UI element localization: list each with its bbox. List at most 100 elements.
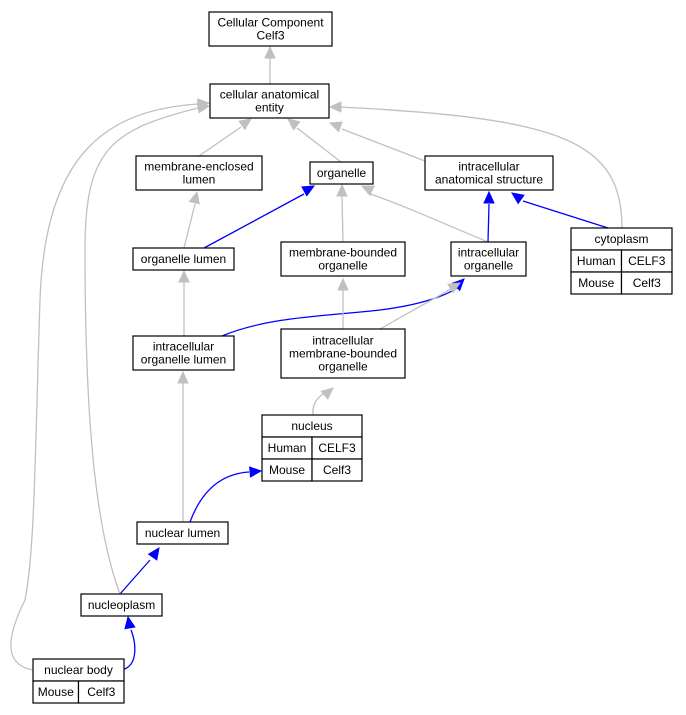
node-org-box[interactable] bbox=[309, 161, 374, 185]
edge-nucleus-imbo bbox=[312, 387, 334, 416]
node-orglumen-box[interactable] bbox=[132, 247, 235, 271]
edge-ias-cae-arrowhead bbox=[328, 121, 343, 133]
edge-orglumen-mel-line bbox=[183, 203, 196, 249]
species-label: Mouse bbox=[269, 463, 305, 477]
edge-imbo-io-arrowhead bbox=[447, 282, 462, 294]
edge-imbo-io bbox=[379, 282, 462, 330]
node-orglumen[interactable]: organelle lumen bbox=[132, 247, 235, 271]
edge-nl-nucleus bbox=[189, 466, 263, 523]
edge-orglumen-org-arrowhead bbox=[301, 185, 316, 197]
ortholog-cell bbox=[77, 680, 125, 704]
edge-io-org bbox=[360, 185, 489, 243]
edge-cae-root bbox=[264, 45, 276, 84]
gene-label: Celf3 bbox=[87, 685, 115, 699]
node-np[interactable]: nucleoplasm bbox=[80, 593, 163, 617]
edge-orglumen-org bbox=[203, 185, 316, 249]
node-mel-box[interactable] bbox=[135, 155, 263, 191]
edge-io-org-line bbox=[369, 193, 489, 243]
edge-nb-np-arrowhead bbox=[124, 615, 136, 630]
node-iol-label-0: intracellular bbox=[153, 340, 214, 354]
edge-org-cae bbox=[287, 118, 342, 163]
node-mbo-label-0: membrane-bounded bbox=[289, 246, 397, 260]
edge-cae-root-arrowhead bbox=[264, 45, 276, 59]
edge-nucleus-imbo-arrowhead bbox=[320, 387, 334, 400]
species-label: Mouse bbox=[38, 685, 74, 699]
edge-iol-io-line bbox=[221, 287, 458, 337]
edge-cyto-ias bbox=[511, 192, 609, 229]
edge-cyto-ias-arrowhead bbox=[511, 192, 525, 205]
node-nl-label-0: nuclear lumen bbox=[145, 526, 220, 540]
node-org[interactable]: organelle bbox=[309, 161, 374, 185]
node-orglumen-label-0: organelle lumen bbox=[141, 252, 226, 266]
edge-io-ias bbox=[483, 190, 495, 243]
edge-io-org-arrowhead bbox=[360, 185, 375, 197]
edge-cyto-cae bbox=[328, 101, 623, 229]
node-nb-label-0: nuclear body bbox=[44, 663, 113, 677]
node-nucleus-ortholog-row: Mouse Celf3 bbox=[261, 458, 363, 482]
node-mel-label-1: lumen bbox=[183, 173, 216, 187]
node-root-label-0: Cellular Component bbox=[217, 16, 324, 30]
node-io-label-1: organelle bbox=[464, 259, 514, 273]
node-iol-box[interactable] bbox=[132, 335, 235, 371]
node-ias-box[interactable] bbox=[424, 155, 554, 191]
edge-nb-cae-line bbox=[10, 103, 199, 671]
edge-ias-cae-line bbox=[341, 128, 426, 162]
node-imbo-box[interactable] bbox=[280, 328, 406, 379]
node-iol-label-1: organelle lumen bbox=[141, 353, 226, 367]
node-cyto-ortholog-row: Mouse Celf3 bbox=[570, 271, 673, 295]
gene-label: Celf3 bbox=[633, 276, 661, 290]
ortholog-cell bbox=[311, 458, 363, 482]
edge-orglumen-mel-arrowhead bbox=[188, 190, 200, 205]
node-np-box[interactable] bbox=[80, 593, 163, 617]
node-nl[interactable]: nuclear lumen bbox=[136, 521, 229, 545]
edge-mbo-org-arrowhead bbox=[336, 183, 348, 197]
node-ias-label-0: intracellular bbox=[458, 160, 519, 174]
edge-imbo-io-line bbox=[379, 288, 452, 330]
edge-np-nl-arrowhead bbox=[147, 547, 160, 561]
edge-cyto-ias-line bbox=[522, 200, 609, 229]
edge-cyto-cae-line bbox=[339, 106, 623, 229]
edge-cyto-cae-arrowhead bbox=[328, 101, 342, 113]
node-np-label-0: nucleoplasm bbox=[88, 598, 155, 612]
node-nl-box[interactable] bbox=[136, 521, 229, 545]
node-root-box[interactable] bbox=[208, 11, 333, 47]
edge-nl-iol-arrowhead bbox=[177, 370, 189, 384]
node-cae-box[interactable] bbox=[209, 83, 330, 119]
node-cae-label-1: entity bbox=[255, 101, 284, 115]
edge-nb-cae bbox=[10, 98, 211, 671]
node-nb-ortholog-row: Mouse Celf3 bbox=[32, 680, 125, 704]
edge-np-nl bbox=[119, 547, 160, 595]
edge-mel-cae bbox=[198, 118, 252, 157]
edge-imbo-mbo bbox=[337, 277, 349, 329]
edge-iol-orglumen-arrowhead bbox=[178, 269, 190, 283]
node-mbo-label-1: organelle bbox=[318, 259, 368, 273]
ortholog-cell bbox=[620, 271, 673, 295]
edges bbox=[10, 45, 623, 671]
node-io-box[interactable] bbox=[450, 241, 527, 277]
node-org-label-0: organelle bbox=[317, 166, 367, 180]
edge-nb-cae-arrowhead bbox=[197, 98, 211, 110]
edge-nb-np-line bbox=[121, 629, 136, 671]
node-root-label-1: Celf3 bbox=[256, 29, 284, 43]
node-mbo-box[interactable] bbox=[280, 241, 406, 277]
edge-org-cae-line bbox=[296, 127, 342, 163]
gene-label: CELF3 bbox=[628, 254, 666, 268]
gene-label: Celf3 bbox=[323, 463, 351, 477]
species-label: Mouse bbox=[578, 276, 614, 290]
node-cae-label-0: cellular anatomical bbox=[220, 88, 319, 102]
